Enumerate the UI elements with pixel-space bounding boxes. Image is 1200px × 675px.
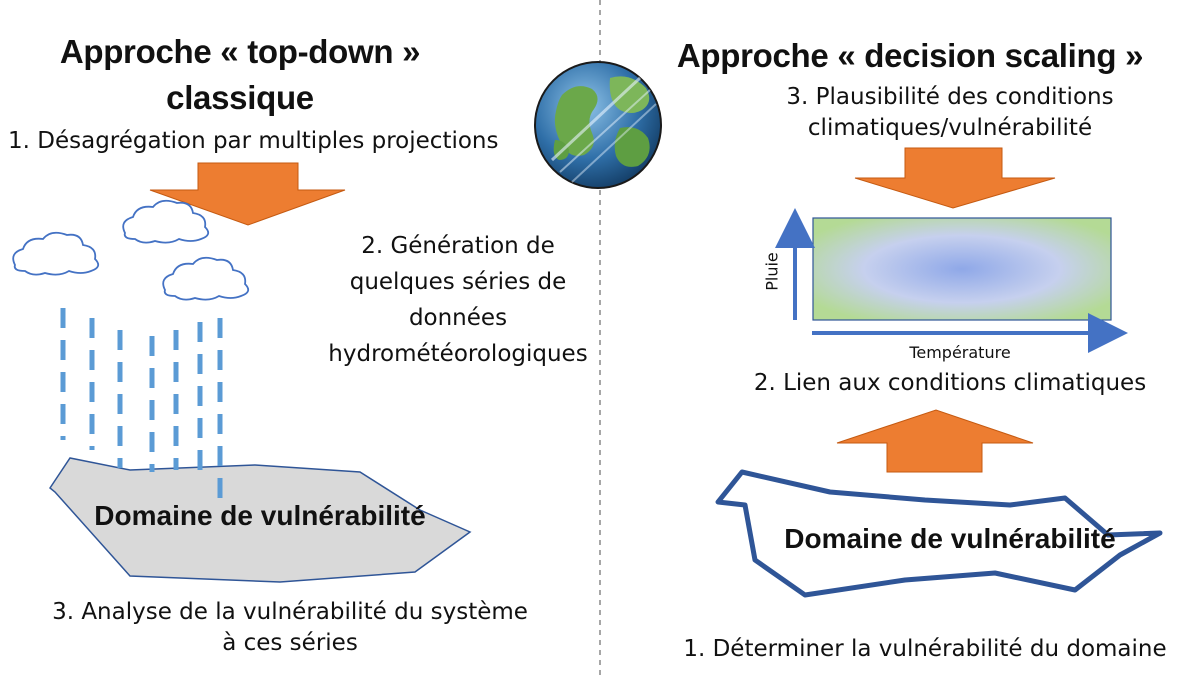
left-step2-line: hydrométéorologiques bbox=[328, 341, 588, 367]
left-domain-label: Domaine de vulnérabilité bbox=[94, 500, 426, 531]
arrow-down-icon bbox=[149, 162, 346, 226]
left-step2: 2. Génération de quelques séries de donn… bbox=[318, 228, 598, 372]
right-step3: 3. Plausibilité des conditions climatiqu… bbox=[720, 82, 1180, 144]
right-domain-label: Domaine de vulnérabilité bbox=[784, 523, 1116, 554]
right-step2: 2. Lien aux conditions climatiques bbox=[753, 370, 1147, 396]
left-step1: 1. Désagrégation par multiples projectio… bbox=[8, 128, 499, 154]
cloud-icon bbox=[12, 199, 250, 301]
climate-response-heatmap bbox=[812, 217, 1112, 321]
arrow-up-icon bbox=[836, 409, 1034, 473]
left-step2-line: données bbox=[408, 305, 508, 331]
arrow-down-icon bbox=[854, 147, 1056, 209]
left-step3-line: à ces séries bbox=[222, 630, 358, 656]
left-step2-line: quelques séries de bbox=[349, 269, 567, 295]
right-step3-line: climatiques/vulnérabilité bbox=[807, 115, 1093, 141]
left-step3-line: 3. Analyse de la vulnérabilité du systèm… bbox=[52, 599, 528, 625]
y-axis-label: Pluie bbox=[762, 252, 782, 291]
left-step2-line: 2. Génération de bbox=[361, 233, 555, 259]
left-title-line1: Approche « top-down » bbox=[59, 33, 421, 70]
rain-icon bbox=[60, 308, 223, 505]
right-title: Approche « decision scaling » bbox=[676, 37, 1144, 74]
right-domain-shape bbox=[715, 469, 1163, 598]
right-step1: 1. Déterminer la vulnérabilité du domain… bbox=[683, 636, 1167, 662]
x-axis-label: Température bbox=[909, 343, 1011, 362]
right-step3-line: 3. Plausibilité des conditions bbox=[786, 84, 1114, 110]
globe-icon bbox=[534, 61, 662, 189]
left-title-line2: classique bbox=[166, 79, 314, 116]
left-step3: 3. Analyse de la vulnérabilité du systèm… bbox=[20, 597, 560, 659]
